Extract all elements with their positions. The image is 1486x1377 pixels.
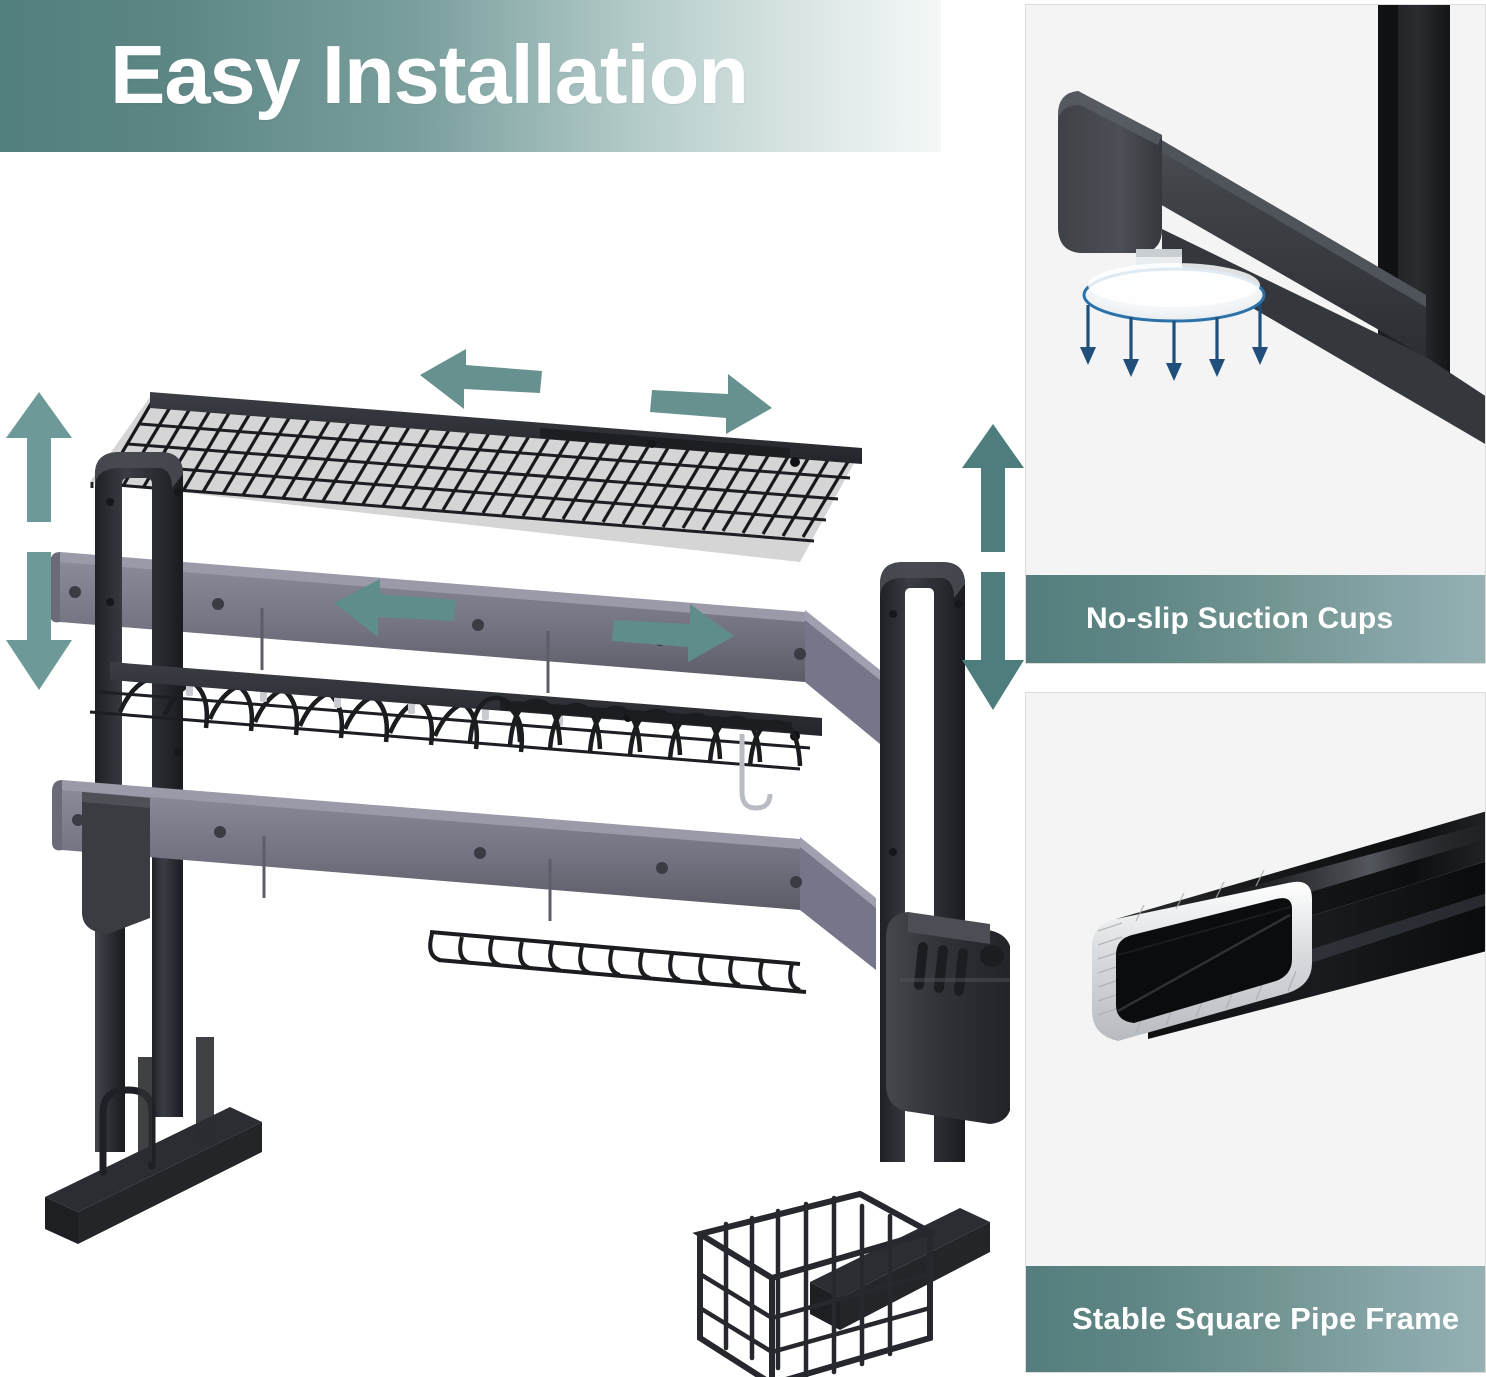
right-base-foot — [810, 1208, 990, 1330]
bottom-shelf — [52, 662, 876, 994]
arrow-left-top-shelf — [420, 349, 542, 409]
left-leg — [45, 842, 262, 1244]
caption-band-suction-cups: No-slip Suction Cups — [1026, 575, 1485, 663]
bottom-wire-basket — [692, 1190, 938, 1377]
header-banner: Easy Installation — [0, 0, 941, 152]
caption-text-pipe-frame: Stable Square Pipe Frame — [1072, 1301, 1460, 1336]
utensil-holder — [886, 912, 1010, 1124]
top-shelf-front-rail — [50, 552, 880, 744]
top-shelf-mesh — [90, 392, 863, 562]
page-title: Easy Installation — [110, 28, 749, 121]
square-pipe-crosssection-photo — [1026, 693, 1485, 1372]
arrow-down-left — [6, 552, 72, 690]
right-column: No-slip Suction Cups — [1019, 0, 1486, 1377]
left-upright-handle — [95, 452, 183, 852]
arrow-up-left — [6, 392, 72, 522]
suction-cup-closeup-photo — [1026, 5, 1485, 663]
feature-panel-pipe-frame: Stable Square Pipe Frame — [1025, 692, 1486, 1373]
arrow-right-bottom-shelf — [612, 604, 734, 662]
caption-band-pipe-frame: Stable Square Pipe Frame — [1026, 1266, 1485, 1372]
top-shelf — [50, 392, 880, 744]
left-cup-holder — [82, 792, 150, 934]
bottom-shelf-front-rail — [52, 780, 876, 970]
feature-panel-suction-cups: No-slip Suction Cups — [1025, 4, 1486, 664]
left-column: Easy Installation — [0, 0, 1024, 1377]
product-photo-stage — [0, 152, 1024, 1377]
drip-wire-tray — [428, 930, 807, 994]
dish-rack-illustration — [45, 392, 1010, 1377]
bottom-shelf-mesh — [89, 662, 822, 811]
arrow-right-top-shelf — [650, 374, 772, 434]
arrow-down-right — [962, 572, 1024, 710]
arrow-left-bottom-shelf — [334, 579, 456, 637]
caption-text-suction-cups: No-slip Suction Cups — [1086, 602, 1394, 635]
arrow-up-right — [962, 424, 1024, 552]
